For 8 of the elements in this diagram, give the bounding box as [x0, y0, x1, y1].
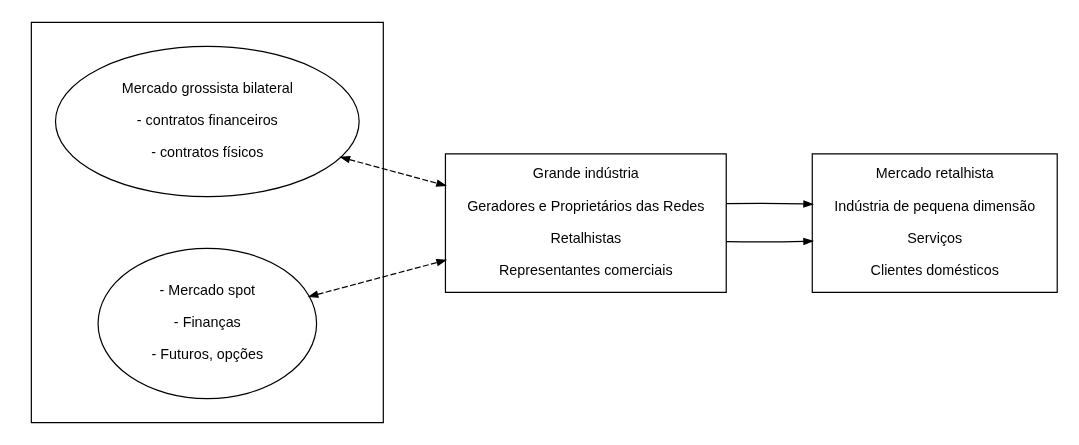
arrow	[725, 200, 815, 208]
node-box: Mercado retalhista Indústria de pequena dimensão Serviços Clientes domésticos	[811, 153, 1058, 293]
arrow	[725, 237, 815, 246]
node-ellipse: Mercado grossista bilateral - contratos financeiros - contratos físicos	[54, 45, 360, 198]
arrow	[307, 258, 448, 298]
node-box: Grande indústria Geradores e Proprietários das Redes Retalhistas Representantes comerciais	[444, 153, 727, 293]
arrow	[339, 156, 447, 187]
cluster	[30, 21, 384, 424]
